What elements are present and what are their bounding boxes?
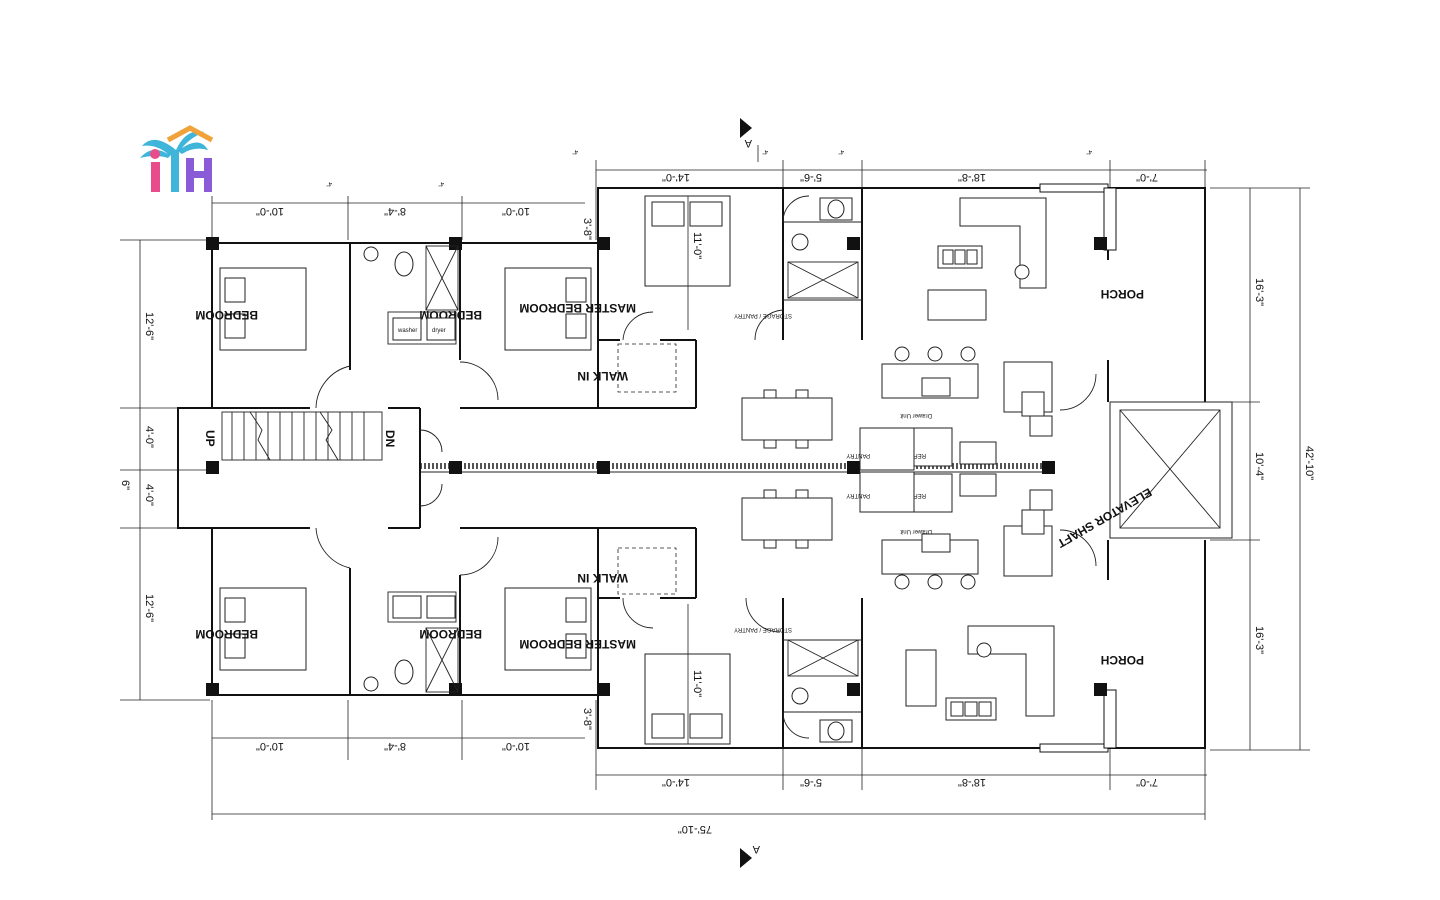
kitchen-top: Drawer Unit PANTRY REF. bbox=[741, 346, 1097, 471]
stair-up-label: UP bbox=[203, 430, 217, 447]
dim-top-18-8: 18'-8" bbox=[958, 171, 986, 183]
ensuite-top: STORAGE / PANTRY bbox=[734, 195, 859, 318]
master-bedroom-top: 11'-0" MASTER BEDROOM WALK IN bbox=[519, 195, 784, 393]
washer-label: washer bbox=[397, 328, 417, 334]
drawer-label-bot: Drawer Unit bbox=[900, 528, 932, 534]
room-label-bedroom-tl: BEDROOM bbox=[195, 308, 258, 322]
dim-inch-f: 4" bbox=[1087, 148, 1092, 154]
bathroom-top: washer dryer bbox=[315, 245, 499, 409]
dim-master-top: 11'-0" bbox=[691, 232, 703, 259]
dim-closet-top: 3'-8" bbox=[581, 218, 593, 240]
dim-left-4-0-b: 4'-0" bbox=[143, 484, 155, 506]
dim-bot-10b: 10'-0" bbox=[502, 740, 530, 752]
dim-right-16-3-bot: 16'-3" bbox=[1253, 626, 1265, 654]
right-dimensions: 16'-3" 10'-4" 16'-3" 42'-10" bbox=[1210, 187, 1315, 751]
bedroom-bottom-middle: BEDROOM bbox=[419, 587, 592, 671]
dim-overall-height: 42'-10" bbox=[1303, 446, 1315, 480]
dim-left-12-6-bot: 12'-6" bbox=[143, 594, 155, 622]
dim-left-6: 6" bbox=[119, 480, 131, 490]
dim-top-7: 7'-0" bbox=[1136, 171, 1158, 183]
room-label-walkin-bot: WALK IN bbox=[577, 571, 628, 585]
ref-label-top: REF. bbox=[913, 452, 926, 458]
living-bottom: PORCH bbox=[905, 625, 1144, 721]
stair: UP DN bbox=[203, 411, 397, 461]
dim-top-10a: 10'-0" bbox=[256, 205, 284, 217]
dim-left-4-0-a: 4'-0" bbox=[143, 426, 155, 448]
dim-overall-width: 75'-10" bbox=[678, 823, 712, 835]
pantry-label-top: PANTRY bbox=[846, 452, 870, 458]
left-dimensions: 12'-6" 4'-0" 4'-0" 6" 12'-6" bbox=[119, 239, 210, 701]
bedroom-top-middle: BEDROOM bbox=[419, 267, 592, 351]
room-label-storage-top: STORAGE / PANTRY bbox=[734, 312, 792, 318]
dim-right-10-4: 10'-4" bbox=[1253, 452, 1265, 480]
ensuite-bottom: STORAGE / PANTRY bbox=[734, 626, 859, 743]
bedroom-top-left: BEDROOM bbox=[195, 267, 307, 351]
dim-right-16-3-top: 16'-3" bbox=[1253, 278, 1265, 306]
dim-left-12-6-top: 12'-6" bbox=[143, 312, 155, 340]
section-label-top: A bbox=[744, 137, 752, 149]
room-label-walkin-top: WALK IN bbox=[577, 369, 628, 383]
columns bbox=[206, 237, 1107, 696]
dim-top-5-6: 5'-6" bbox=[800, 171, 822, 183]
dim-bot-14: 14'-0" bbox=[662, 776, 690, 788]
dim-closet-bot: 3'-8" bbox=[581, 708, 593, 730]
section-marker-bottom: A bbox=[740, 843, 760, 868]
dim-bot-18-8: 18'-8" bbox=[958, 776, 986, 788]
room-label-porch-top: PORCH bbox=[1101, 287, 1144, 301]
room-label-storage-bot: STORAGE / PANTRY bbox=[734, 626, 792, 632]
ref-label-bot: REF. bbox=[913, 492, 926, 498]
bathroom-bottom bbox=[315, 527, 499, 693]
stair-doors bbox=[419, 429, 443, 507]
room-label-bedroom-bl: BEDROOM bbox=[195, 627, 258, 641]
room-label-porch-bot: PORCH bbox=[1101, 653, 1144, 667]
dim-top-10b: 10'-0" bbox=[502, 205, 530, 217]
living-top: PORCH bbox=[927, 197, 1144, 321]
room-label-bedroom-bm: BEDROOM bbox=[419, 627, 482, 641]
elevator-shaft: ELEVATOR SHAFT bbox=[1054, 401, 1233, 551]
dim-master-bot: 11'-0" bbox=[691, 670, 703, 697]
dim-top-14: 14'-0" bbox=[662, 171, 690, 183]
dim-inch-d: 4" bbox=[763, 148, 768, 154]
drawer-label-top: Drawer Unit bbox=[900, 412, 932, 418]
bedroom-bottom-left: BEDROOM bbox=[195, 587, 307, 671]
master-bedroom-bottom: 11'-0" MASTER BEDROOM WALK IN bbox=[519, 547, 781, 745]
room-label-master-top: MASTER BEDROOM bbox=[519, 301, 636, 315]
bottom-dimensions: 10'-0" 8'-4" 10'-0" 14'-0" 5'-6" 18'-8" … bbox=[211, 700, 1207, 835]
room-label-master-bot: MASTER BEDROOM bbox=[519, 637, 636, 651]
section-label-bottom: A bbox=[752, 843, 760, 855]
dim-inch-a: 4" bbox=[327, 180, 332, 186]
dim-inch-b: 4" bbox=[439, 180, 444, 186]
dim-inch-c: 4" bbox=[573, 148, 578, 154]
stair-down-label: DN bbox=[383, 430, 397, 447]
dim-inch-e: 4" bbox=[839, 148, 844, 154]
pantry-label-bot: PANTRY bbox=[846, 492, 870, 498]
section-marker-top: A bbox=[740, 118, 759, 162]
dim-bot-8-4: 8'-4" bbox=[384, 740, 406, 752]
brand-logo: IH bbox=[140, 125, 214, 192]
dim-bot-5-6: 5'-6" bbox=[800, 776, 822, 788]
dryer-label: dryer bbox=[432, 328, 446, 334]
dim-top-8-4: 8'-4" bbox=[384, 205, 406, 217]
dim-bot-10a: 10'-0" bbox=[256, 740, 284, 752]
dim-bot-7: 7'-0" bbox=[1136, 776, 1158, 788]
kitchen-bottom: Drawer Unit PANTRY REF. bbox=[741, 471, 1097, 590]
